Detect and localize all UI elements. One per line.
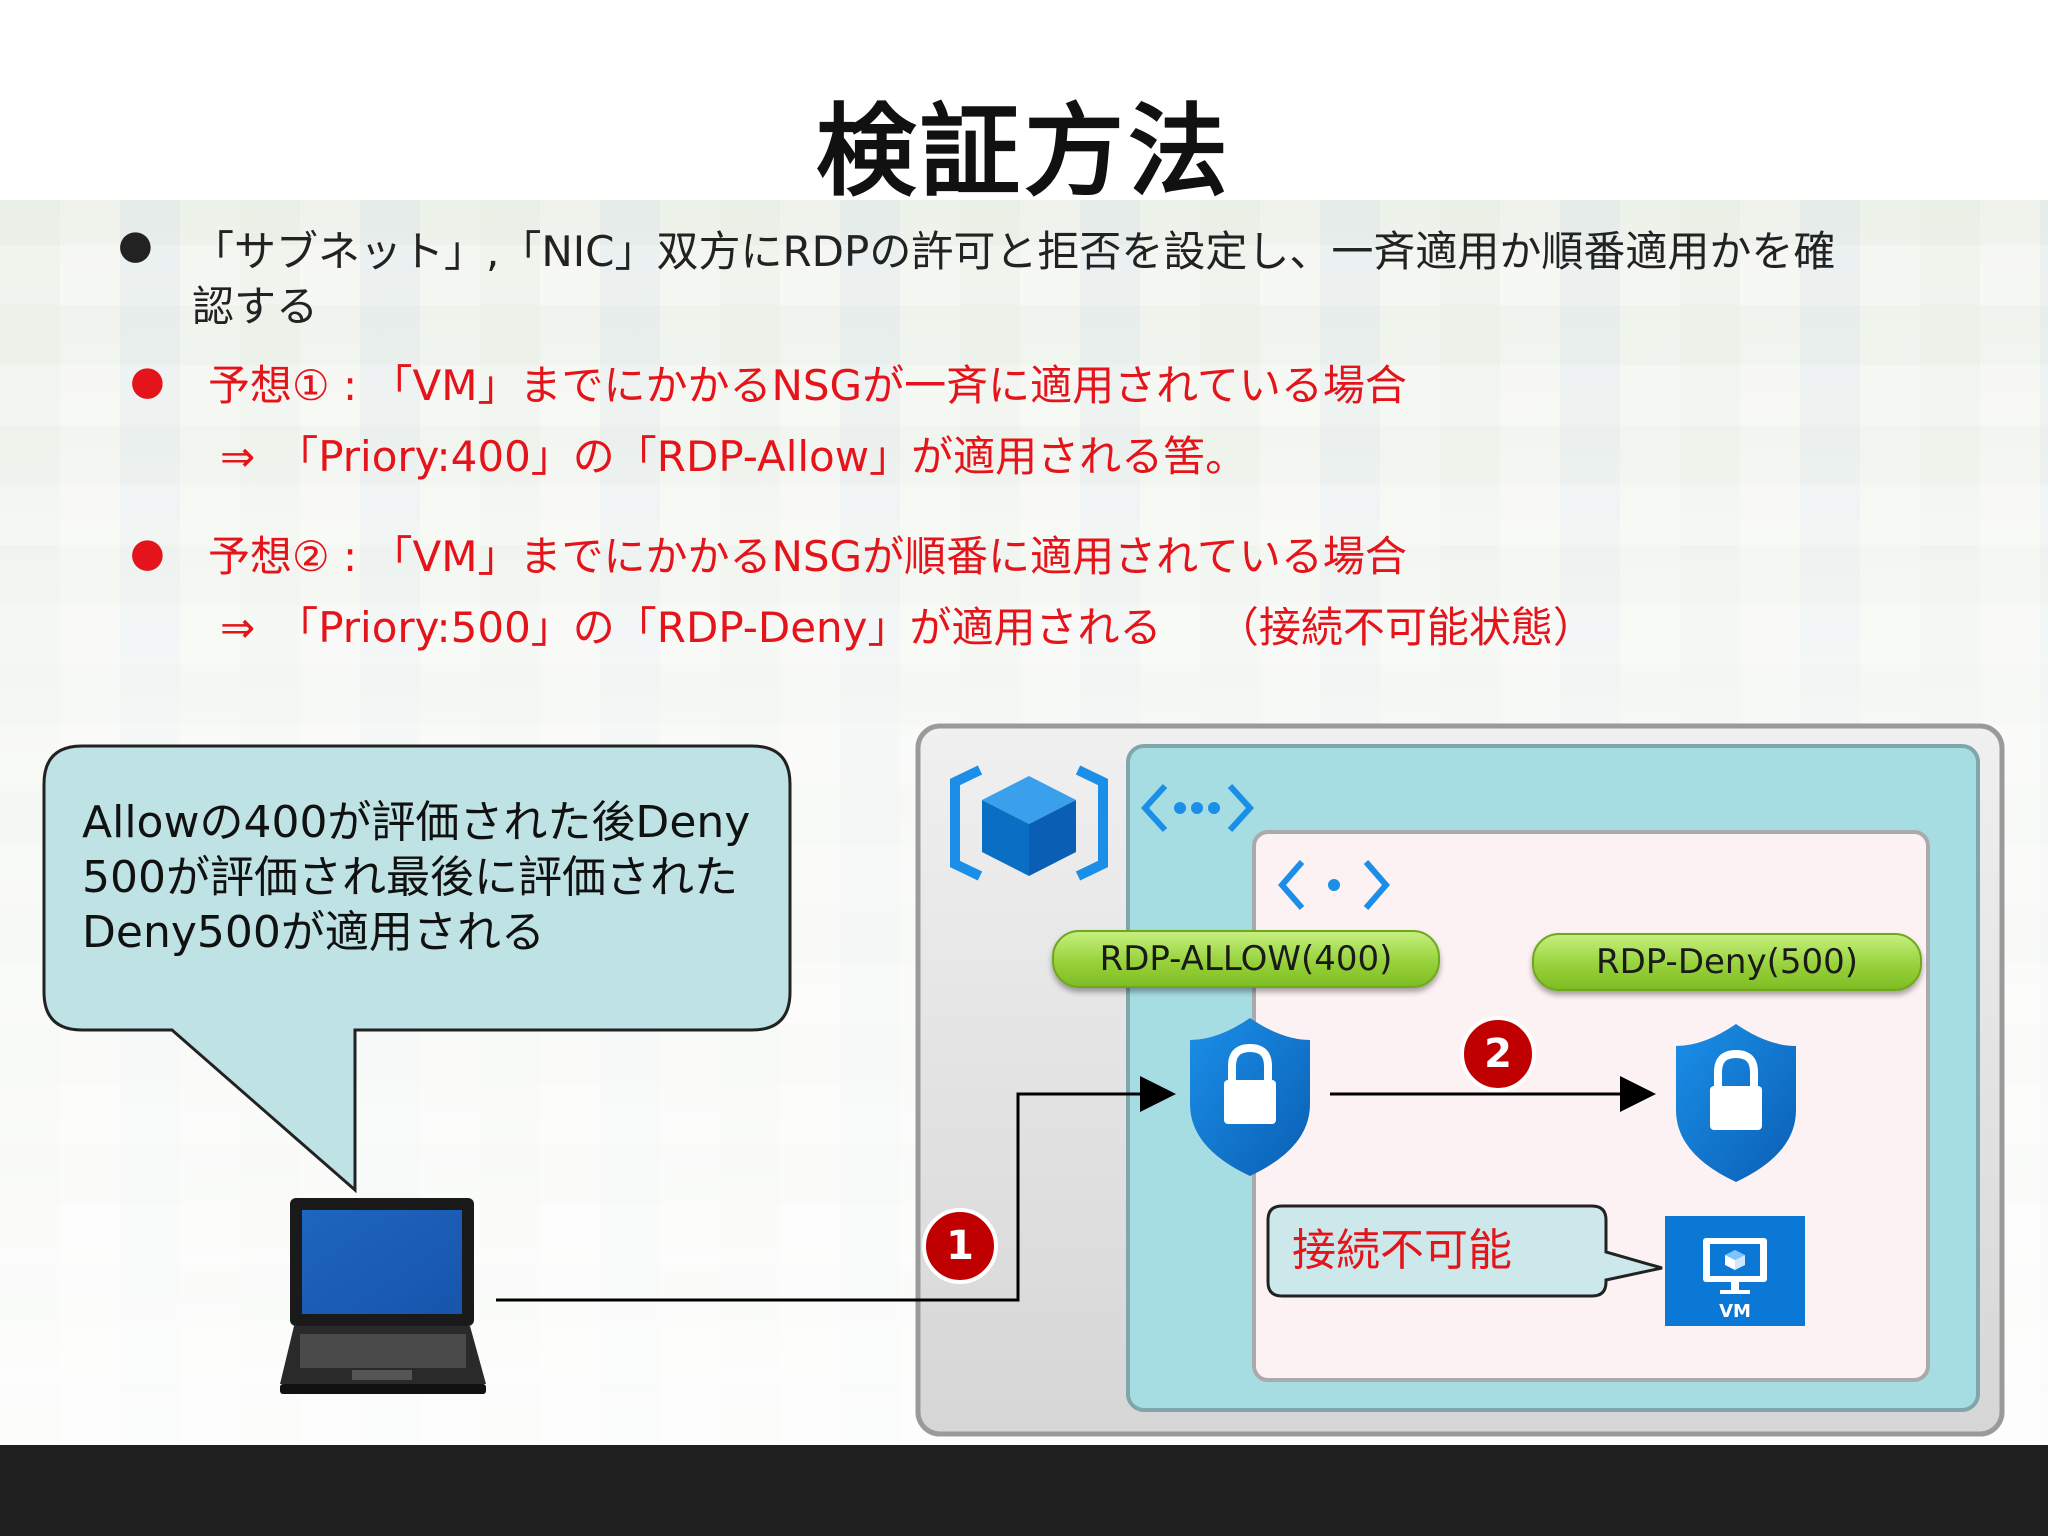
footer-bar xyxy=(0,1445,2048,1536)
vm-label: VM xyxy=(1719,1301,1751,1322)
no-connection-label: 接続不可能 xyxy=(1292,1225,1512,1276)
bullet-main-line1: 「サブネット」,「NIC」双方にRDPの許可と拒否を設定し、一斉適用か順番適用か… xyxy=(192,227,1836,276)
bullet-dot: ● xyxy=(118,222,153,268)
bullet-main-line2: 認する xyxy=(192,282,319,331)
vnet-icon xyxy=(1140,783,1255,833)
step2-circle xyxy=(1460,1016,1536,1092)
no-connection-callout xyxy=(1266,1204,1663,1298)
prediction2-result: ⇒ 「Priory:500」の「RDP-Deny」が適用される （接続不可能状態… xyxy=(220,603,1595,652)
nsg-deny-label: RDP-Deny(500) xyxy=(1532,933,1922,991)
step1-circle xyxy=(922,1208,998,1284)
prediction2-heading: 予想② : 「VM」までにかかるNSGが順番に適用されている場合 xyxy=(208,532,1407,581)
subnet-icon xyxy=(1278,860,1390,910)
step1-number: 1 xyxy=(946,1223,974,1269)
bullet-dot: ● xyxy=(130,530,165,576)
slide-title: 検証方法 xyxy=(816,93,1232,210)
callout-text: Allowの400が評価された後Deny 500が評価され最後に評価された De… xyxy=(82,797,751,958)
vm-icon xyxy=(1665,1216,1805,1326)
connection-line xyxy=(496,1076,1176,1302)
diagram xyxy=(42,723,2005,1437)
resource-group-icon xyxy=(950,765,1108,881)
nsg-allow-label: RDP-ALLOW(400) xyxy=(1052,930,1440,988)
nsg-allow-shield-icon xyxy=(1190,1018,1310,1176)
prediction1-result: ⇒ 「Priory:400」の「RDP-Allow」が適用される筈。 xyxy=(220,432,1248,481)
laptop-icon xyxy=(280,1198,486,1394)
bullet-dot: ● xyxy=(130,358,165,404)
prediction1-heading: 予想① : 「VM」までにかかるNSGが一斉に適用されている場合 xyxy=(208,361,1407,410)
callout-bubble xyxy=(42,744,792,1194)
subnet-box xyxy=(1252,830,1930,1382)
step2-number: 2 xyxy=(1484,1031,1512,1077)
nsg-deny-shield-icon xyxy=(1676,1024,1796,1182)
